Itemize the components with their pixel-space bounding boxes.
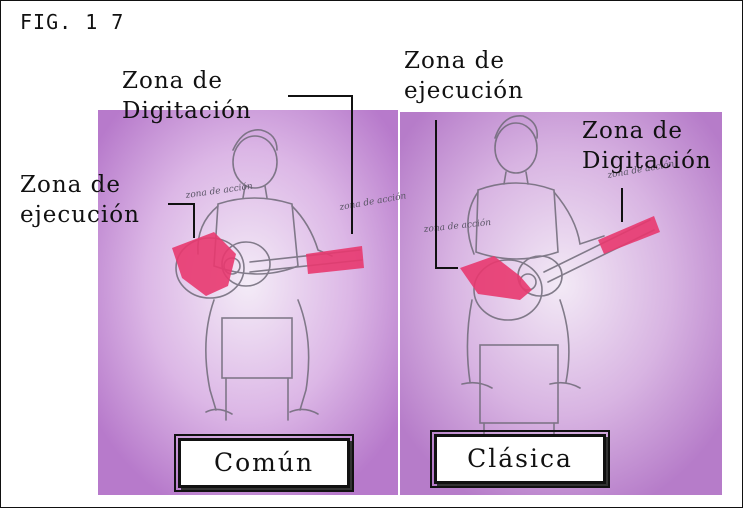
right-execution-zone-highlight bbox=[460, 256, 532, 300]
right-fingering-zone-callout: Zona de Digitación bbox=[582, 118, 712, 174]
left-panel-caption: Común bbox=[174, 434, 354, 492]
right-panel-caption: Clásica bbox=[430, 430, 610, 488]
left-execution-leader-line bbox=[168, 203, 195, 238]
left-panel-background bbox=[98, 110, 398, 495]
left-execution-zone-callout: Zona de ejecución bbox=[20, 172, 140, 228]
left-fingering-leader-line bbox=[288, 95, 353, 234]
figure-label: FIG. 1 7 bbox=[20, 10, 125, 34]
right-execution-leader-line bbox=[435, 120, 458, 269]
right-fingering-zone-highlight bbox=[598, 216, 660, 254]
right-execution-zone-callout: Zona de ejecución bbox=[404, 48, 524, 104]
left-fingering-zone-callout: Zona de Digitación bbox=[122, 68, 252, 124]
left-execution-zone-highlight bbox=[172, 232, 236, 296]
left-fingering-zone-highlight bbox=[306, 246, 364, 274]
